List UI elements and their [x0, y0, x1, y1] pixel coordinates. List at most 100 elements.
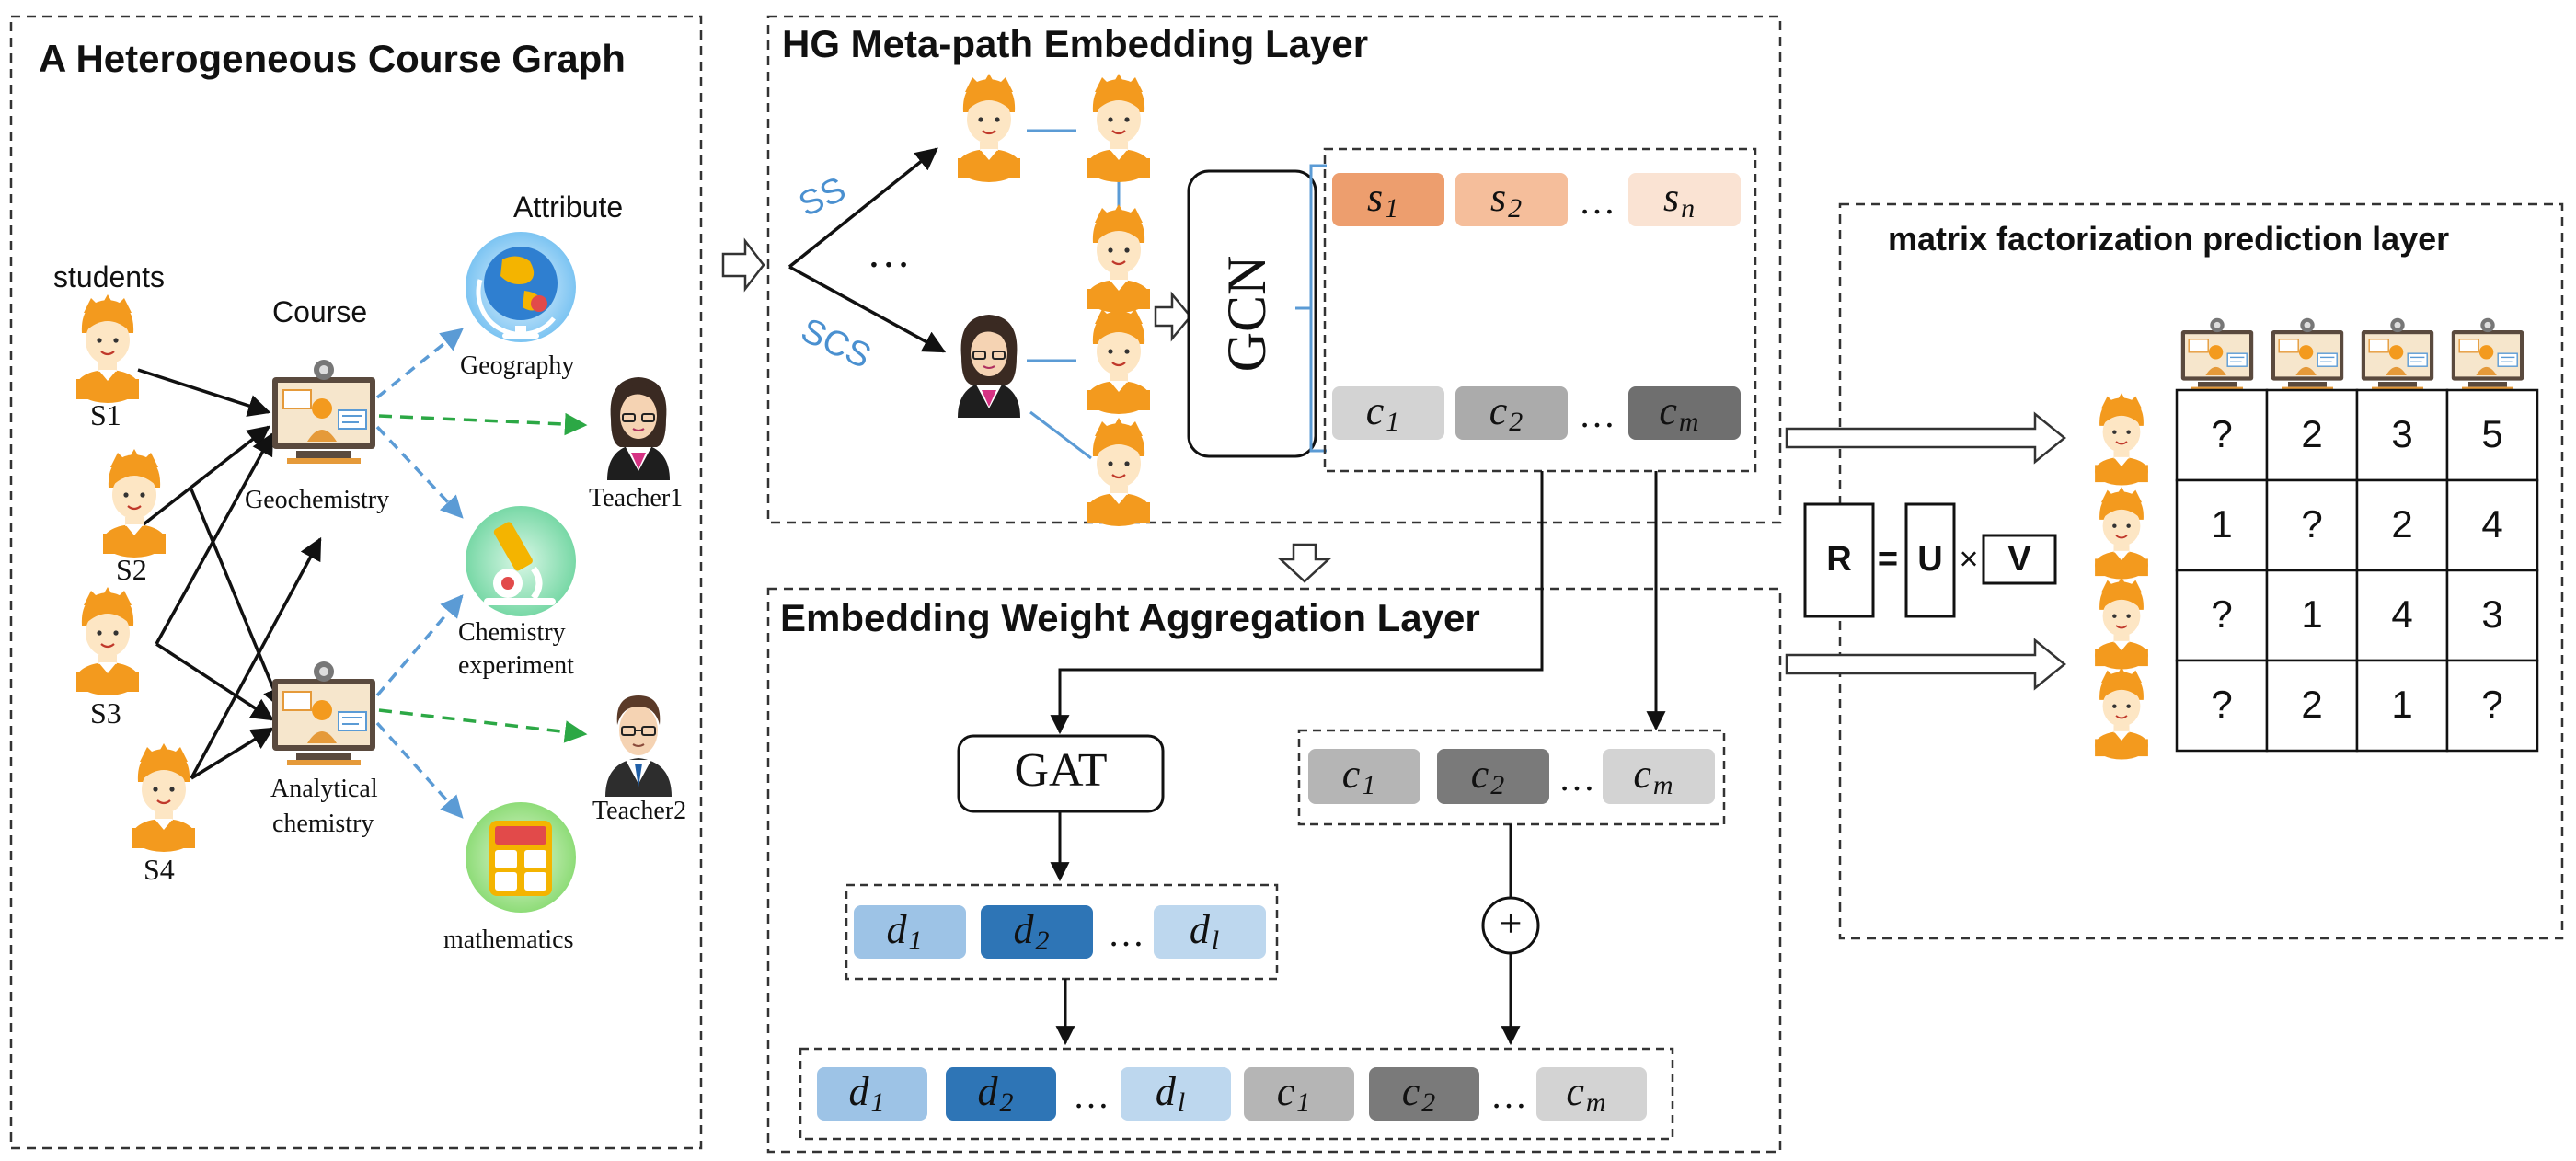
student-icon-s2: [101, 447, 167, 559]
course-monitor-icon-analytical: [271, 661, 376, 766]
edge-s4-analytical: [190, 727, 275, 780]
final-cell-c1: [1244, 1067, 1354, 1121]
gcn-label: GCN: [1216, 256, 1277, 373]
edge-analytical-teacher2: [378, 708, 588, 743]
matrix-cell-1-4: [2445, 388, 2539, 482]
flow-arrow-to-gcn: [1154, 291, 1192, 342]
metapath-embedding-box: [1323, 147, 1757, 473]
course-label-geochemistry: Geochemistry: [245, 486, 389, 514]
edge-s2-analytical: [190, 489, 284, 711]
s-embedding-ellipsis-0: …: [1579, 180, 1616, 222]
globe-icon: [466, 232, 576, 342]
matrix-cell-3-4: [2445, 569, 2539, 662]
student-icon-row4: [2094, 666, 2149, 761]
scs-edge-diagonal: [1029, 410, 1092, 460]
panel-metapath-embedding: [766, 15, 1782, 524]
teacher-icon-metapath-scs: [957, 314, 1021, 419]
agg-c-label-cm: cm: [1633, 752, 1673, 800]
plus-label: +: [1500, 901, 1523, 946]
matrix-value-4-4: ?: [2481, 683, 2502, 726]
s-embedding-cell-sn: [1628, 173, 1741, 226]
edge-analytical-math: [375, 721, 464, 819]
panel-heterogeneous-graph: [9, 15, 703, 1150]
final-cell-cm: [1536, 1067, 1647, 1121]
matrix-cell-4-4: [2445, 659, 2539, 753]
c-embedding-ellipsis-0: …: [1579, 394, 1616, 435]
matrix-value-3-1: ?: [2211, 592, 2232, 636]
student-icon-metapath-ss-neighbor1: [1086, 72, 1152, 184]
course-monitor-icon-geochemistry: [271, 359, 376, 465]
metapath-ss-label: SS: [793, 170, 852, 224]
student-icon-metapath-scs-neighbor1: [1086, 304, 1152, 416]
course-monitor-icon-col4: [2451, 317, 2524, 392]
matrix-value-4-1: ?: [2211, 683, 2232, 726]
student-icon-metapath-ss-neighbor2: [1086, 202, 1152, 315]
c-embedding-cell-cm: [1628, 386, 1741, 440]
agg-d-label-d2: d2: [1014, 907, 1050, 956]
c-embedding-cell-c1: [1332, 386, 1444, 440]
matrix-value-3-4: 3: [2481, 592, 2502, 636]
s-embedding-label-s1: s1: [1367, 175, 1398, 224]
s-embedding-label-sn: sn: [1663, 175, 1695, 224]
flow-arrow-embedding-to-mf-top: [1785, 411, 2066, 465]
edge-s4-geochemistry: [190, 536, 322, 779]
course-label-analytical: Analytical: [270, 775, 378, 803]
attribute-label: Attribute: [513, 190, 623, 224]
student-course-edges: [137, 368, 322, 780]
r-matrix-label: R: [1826, 540, 1851, 579]
edge-geochem-chemexp: [375, 425, 464, 519]
u-matrix-box: [1904, 502, 1956, 618]
edge-analytical-chemexp: [375, 594, 464, 697]
matrix-value-1-1: ?: [2211, 412, 2232, 455]
agg-d-cell-dl: [1154, 905, 1266, 959]
s-embedding-cell-s1: [1332, 173, 1444, 226]
matrix-cell-3-2: [2265, 569, 2359, 662]
u-matrix-label: U: [1917, 540, 1942, 579]
student-icon-s1: [75, 293, 141, 405]
v-matrix-label: V: [2007, 540, 2031, 579]
mf-panel-title: matrix factorization prediction layer: [1888, 220, 2449, 258]
final-ellipsis-0: …: [1073, 1075, 1110, 1116]
flow-arrow-metapath-to-aggregation: [1277, 543, 1332, 583]
final-cell-dl: [1121, 1067, 1231, 1121]
course-monitor-icon-col2: [2271, 317, 2344, 392]
metapath-scs-label: SCS: [795, 311, 877, 376]
attr-label-experiment: experiment: [458, 651, 574, 680]
student-label-s1: S1: [90, 398, 121, 431]
agg-d-cell-d2: [981, 905, 1093, 959]
attr-label-chemistry: Chemistry: [458, 618, 566, 647]
mf-course-icons: [2180, 317, 2524, 392]
final-ellipsis-1: …: [1490, 1075, 1527, 1116]
agg-d-ellipsis-0: …: [1108, 913, 1144, 954]
gcn-box: [1187, 169, 1317, 458]
students-label: students: [53, 260, 165, 293]
edge-geochem-teacher1: [378, 412, 588, 436]
student-label-s2: S2: [116, 553, 147, 586]
matrix-cell-1-1: [2175, 388, 2269, 482]
student-icon-metapath-ss-anchor: [956, 72, 1022, 184]
student-label-s3: S3: [90, 696, 121, 730]
aggregation-panel-title: Embedding Weight Aggregation Layer: [780, 596, 1480, 639]
teacher-icon-teacher1: [606, 376, 671, 481]
final-cell-d1: [817, 1067, 927, 1121]
flow-arrow-graph-to-metapath: [721, 237, 765, 293]
s-embedding-cell-s2: [1455, 173, 1568, 226]
edge-s3-geochemistry: [155, 431, 274, 645]
metapath-ellipsis: …: [867, 228, 911, 277]
course-label-chemistry: chemistry: [272, 810, 374, 838]
final-cell-c2: [1369, 1067, 1479, 1121]
student-icon-s4: [131, 741, 197, 854]
agg-c-ellipsis-0: …: [1558, 757, 1595, 799]
d-embedding-box: [845, 883, 1279, 981]
course-label: Course: [272, 295, 367, 328]
final-embedding-box: [799, 1047, 1674, 1141]
matrix-value-2-2: ?: [2301, 502, 2322, 546]
matrix-value-4-3: 1: [2391, 683, 2412, 726]
matrix-cell-2-3: [2355, 478, 2449, 572]
final-cell-d2: [946, 1067, 1056, 1121]
matrix-cell-4-2: [2265, 659, 2359, 753]
